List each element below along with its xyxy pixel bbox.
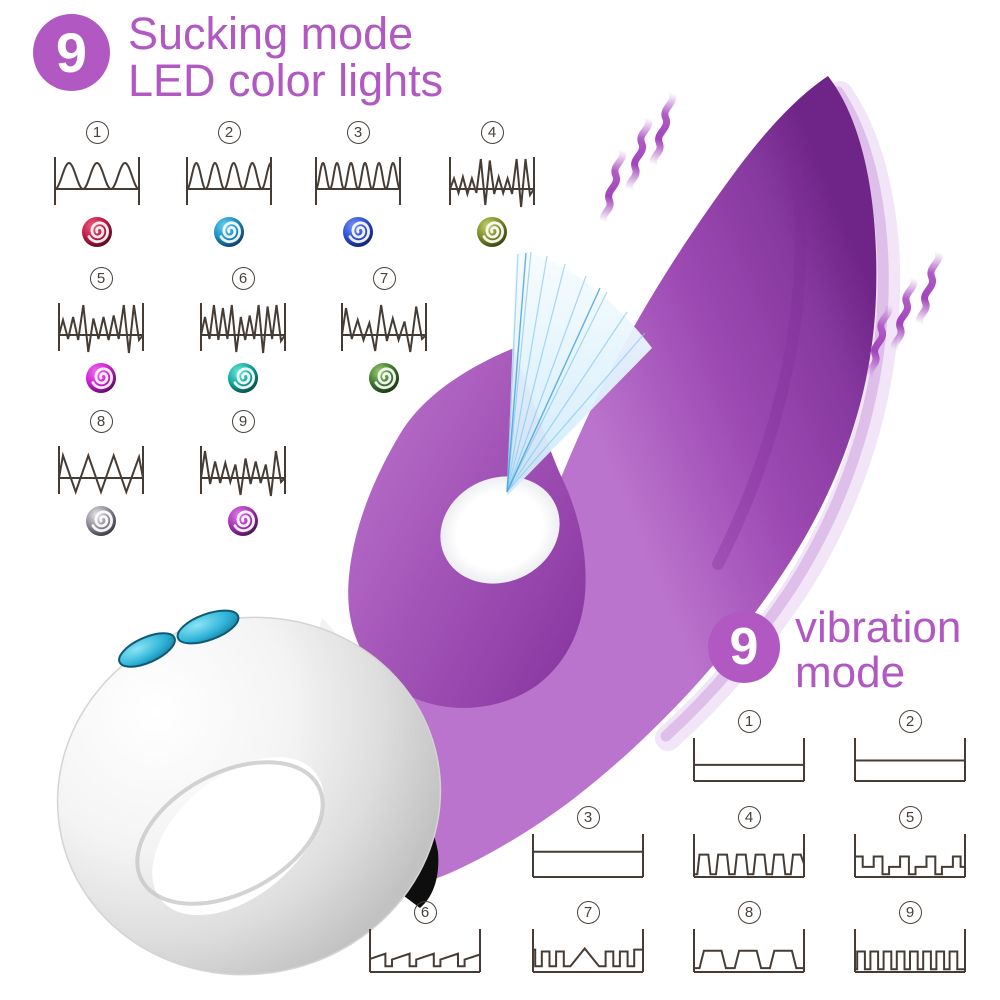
sucking-mode-title: 9 Sucking mode LED color lights <box>33 10 444 106</box>
vibration-waveform <box>369 929 481 973</box>
suction-waveform <box>200 446 286 497</box>
vibration-waveform <box>693 738 805 782</box>
function-button[interactable] <box>173 604 242 650</box>
vibration-mode-item: 6 <box>368 901 482 975</box>
vibration-mode-item: 3 <box>531 806 645 880</box>
mode-number: 7 <box>576 901 600 924</box>
mode-number: 6 <box>413 901 437 924</box>
vibration-mode-item: 2 <box>853 710 967 784</box>
vibration-mode-item: 4 <box>692 806 806 880</box>
vibration-mode-item: 8 <box>692 901 806 975</box>
mode-number: 4 <box>737 806 761 829</box>
handle-ring <box>56 616 442 976</box>
vibration-mode-title: 9 vibration mode <box>708 605 961 697</box>
suction-waveform <box>54 157 140 205</box>
sucking-mode-item: 4 <box>448 121 536 247</box>
sucking-mode-item: 5 <box>57 267 145 393</box>
vibration-mode-count-badge: 9 <box>708 611 780 683</box>
vibration-waveform <box>532 834 644 878</box>
sucking-mode-item: 8 <box>57 410 145 536</box>
sucking-mode-item: 3 <box>314 121 402 247</box>
led-light-swirl-icon <box>343 217 373 247</box>
vibration-mode-item: 5 <box>853 806 967 880</box>
suction-waveform <box>315 157 401 205</box>
suction-mouth-opening <box>440 476 560 584</box>
suction-waveform <box>186 157 272 205</box>
led-light-swirl-icon <box>86 363 116 393</box>
vibration-waveform <box>693 834 805 878</box>
vibration-title-line-1: vibration <box>795 603 962 652</box>
sucking-mode-item: 9 <box>199 410 287 536</box>
vibration-mode-item: 9 <box>853 901 967 975</box>
mode-number: 3 <box>346 121 370 144</box>
mode-number: 4 <box>480 121 504 144</box>
vibration-waves-left-icon <box>602 93 674 223</box>
mode-number: 1 <box>737 710 761 733</box>
led-light-swirl-icon <box>82 217 112 247</box>
vibration-title-line-2: mode <box>795 648 906 697</box>
mode-number: 8 <box>737 901 761 924</box>
led-light-swirl-icon <box>228 363 258 393</box>
suction-waveform <box>341 303 427 353</box>
led-light-swirl-icon <box>86 506 116 536</box>
led-light-swirl-icon <box>369 363 399 393</box>
mode-number: 2 <box>217 121 241 144</box>
power-button[interactable] <box>115 626 180 673</box>
sucking-mode-item: 6 <box>199 267 287 393</box>
vibration-waveform <box>854 929 966 973</box>
body-highlight-crease <box>712 164 807 570</box>
mode-number: 9 <box>898 901 922 924</box>
sucking-mode-item: 2 <box>185 121 273 247</box>
mode-number: 2 <box>898 710 922 733</box>
sucking-mode-count-badge: 9 <box>33 14 110 91</box>
suction-airflow-fan <box>506 250 652 496</box>
vibration-mode-item: 1 <box>692 710 806 784</box>
sucking-mode-item: 7 <box>340 267 428 393</box>
mode-number: 9 <box>231 410 255 433</box>
mode-number: 3 <box>576 806 600 829</box>
vibration-waveform <box>854 738 966 782</box>
mode-number: 5 <box>89 267 113 290</box>
vibration-waveform <box>693 929 805 973</box>
led-light-swirl-icon <box>477 217 507 247</box>
led-light-swirl-icon <box>214 217 244 247</box>
mode-number: 1 <box>85 121 109 144</box>
led-light-swirl-icon <box>228 506 258 536</box>
sucking-title-line-1: Sucking mode <box>128 8 414 59</box>
mode-number: 8 <box>89 410 113 433</box>
handle-hole <box>135 760 325 906</box>
vibration-mode-item: 7 <box>531 901 645 975</box>
sucking-mode-item: 1 <box>53 121 141 247</box>
suction-waveform <box>200 303 286 354</box>
mode-number: 5 <box>898 806 922 829</box>
suction-waveform <box>58 446 144 496</box>
mode-number: 6 <box>231 267 255 290</box>
vibration-waveform <box>854 834 966 878</box>
suction-waveform <box>58 303 144 354</box>
mode-number: 7 <box>372 267 396 290</box>
sucking-title-line-2: LED color lights <box>128 55 444 106</box>
vibration-waveform <box>532 929 644 973</box>
suction-waveform <box>449 157 535 208</box>
